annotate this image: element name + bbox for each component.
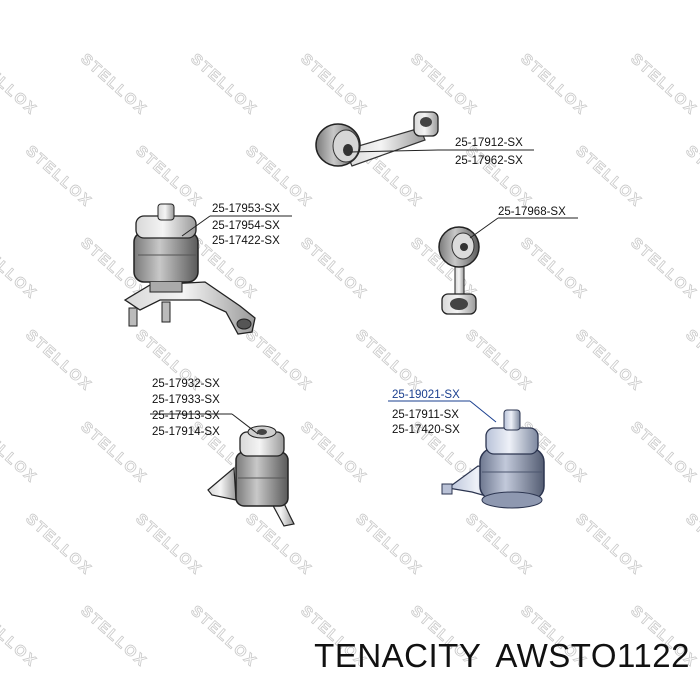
watermark-text: STELLOX — [242, 142, 315, 210]
label-25-17422: 25-17422-SX — [212, 235, 280, 247]
watermark-text: STELLOX — [682, 326, 700, 394]
watermark-text: STELLOX — [22, 510, 95, 578]
label-25-17962: 25-17962-SX — [455, 155, 523, 167]
label-25-17954: 25-17954-SX — [212, 220, 280, 232]
watermark-text: STELLOX — [297, 418, 370, 486]
mount-left-drawing — [123, 203, 256, 335]
watermark-text: STELLOX — [627, 418, 700, 486]
watermark-text: STELLOX — [517, 234, 590, 302]
watermark-text: STELLOX — [0, 418, 41, 486]
watermark-text: STELLOX — [517, 50, 590, 118]
watermark-text: STELLOX — [572, 510, 645, 578]
label-25-17912: 25-17912-SX — [455, 137, 523, 149]
mount-bottom-left-drawing — [207, 425, 295, 527]
top-arm-drawing — [315, 111, 439, 167]
caption-part-number: AWSTO1122 — [495, 637, 690, 674]
watermark-text: STELLOX — [407, 50, 480, 118]
watermark-text: STELLOX — [0, 50, 41, 118]
watermark-text: STELLOX — [132, 142, 205, 210]
watermark-text: STELLOX — [352, 326, 425, 394]
mount-bottom-right-drawing — [441, 409, 545, 509]
watermark-text: STELLOX — [242, 326, 315, 394]
watermark-text: STELLOX — [242, 510, 315, 578]
label-25-17914: 25-17914-SX — [152, 426, 220, 438]
label-25-17933: 25-17933-SX — [152, 394, 220, 406]
label-25-17913: 25-17913-SX — [152, 410, 220, 422]
watermark-text: STELLOX — [77, 50, 150, 118]
watermark-text: STELLOX — [22, 142, 95, 210]
watermark-text: STELLOX — [297, 234, 370, 302]
watermark-text: STELLOX — [462, 326, 535, 394]
watermark-text: STELLOX — [297, 50, 370, 118]
watermark-text: STELLOX — [77, 418, 150, 486]
watermark-text: STELLOX — [682, 510, 700, 578]
watermark-text: STELLOX — [627, 50, 700, 118]
watermark-text: STELLOX — [572, 326, 645, 394]
label-25-17968: 25-17968-SX — [498, 206, 566, 218]
stabilizer-link-drawing — [438, 226, 480, 315]
label-25-19021: 25-19021-SX — [392, 389, 460, 401]
watermark-text: STELLOX — [187, 50, 260, 118]
watermark-text: STELLOX — [462, 142, 535, 210]
watermark-text: STELLOX — [0, 234, 41, 302]
label-25-17911: 25-17911-SX — [392, 409, 459, 421]
watermark-text: STELLOX — [682, 142, 700, 210]
watermark-text: STELLOX — [132, 510, 205, 578]
watermark-text: STELLOX — [352, 510, 425, 578]
watermark-text: STELLOX — [627, 234, 700, 302]
watermark-text: STELLOX — [22, 326, 95, 394]
leader-lines — [150, 149, 578, 435]
watermark-text: STELLOX — [462, 510, 535, 578]
label-25-17420: 25-17420-SX — [392, 424, 460, 436]
watermark-text: STELLOX — [572, 142, 645, 210]
caption-brand: TENACITY — [314, 637, 482, 674]
label-25-17953: 25-17953-SX — [212, 203, 280, 215]
label-25-17932: 25-17932-SX — [152, 378, 220, 390]
caption: TENACITY AWSTO1122 — [0, 637, 690, 675]
